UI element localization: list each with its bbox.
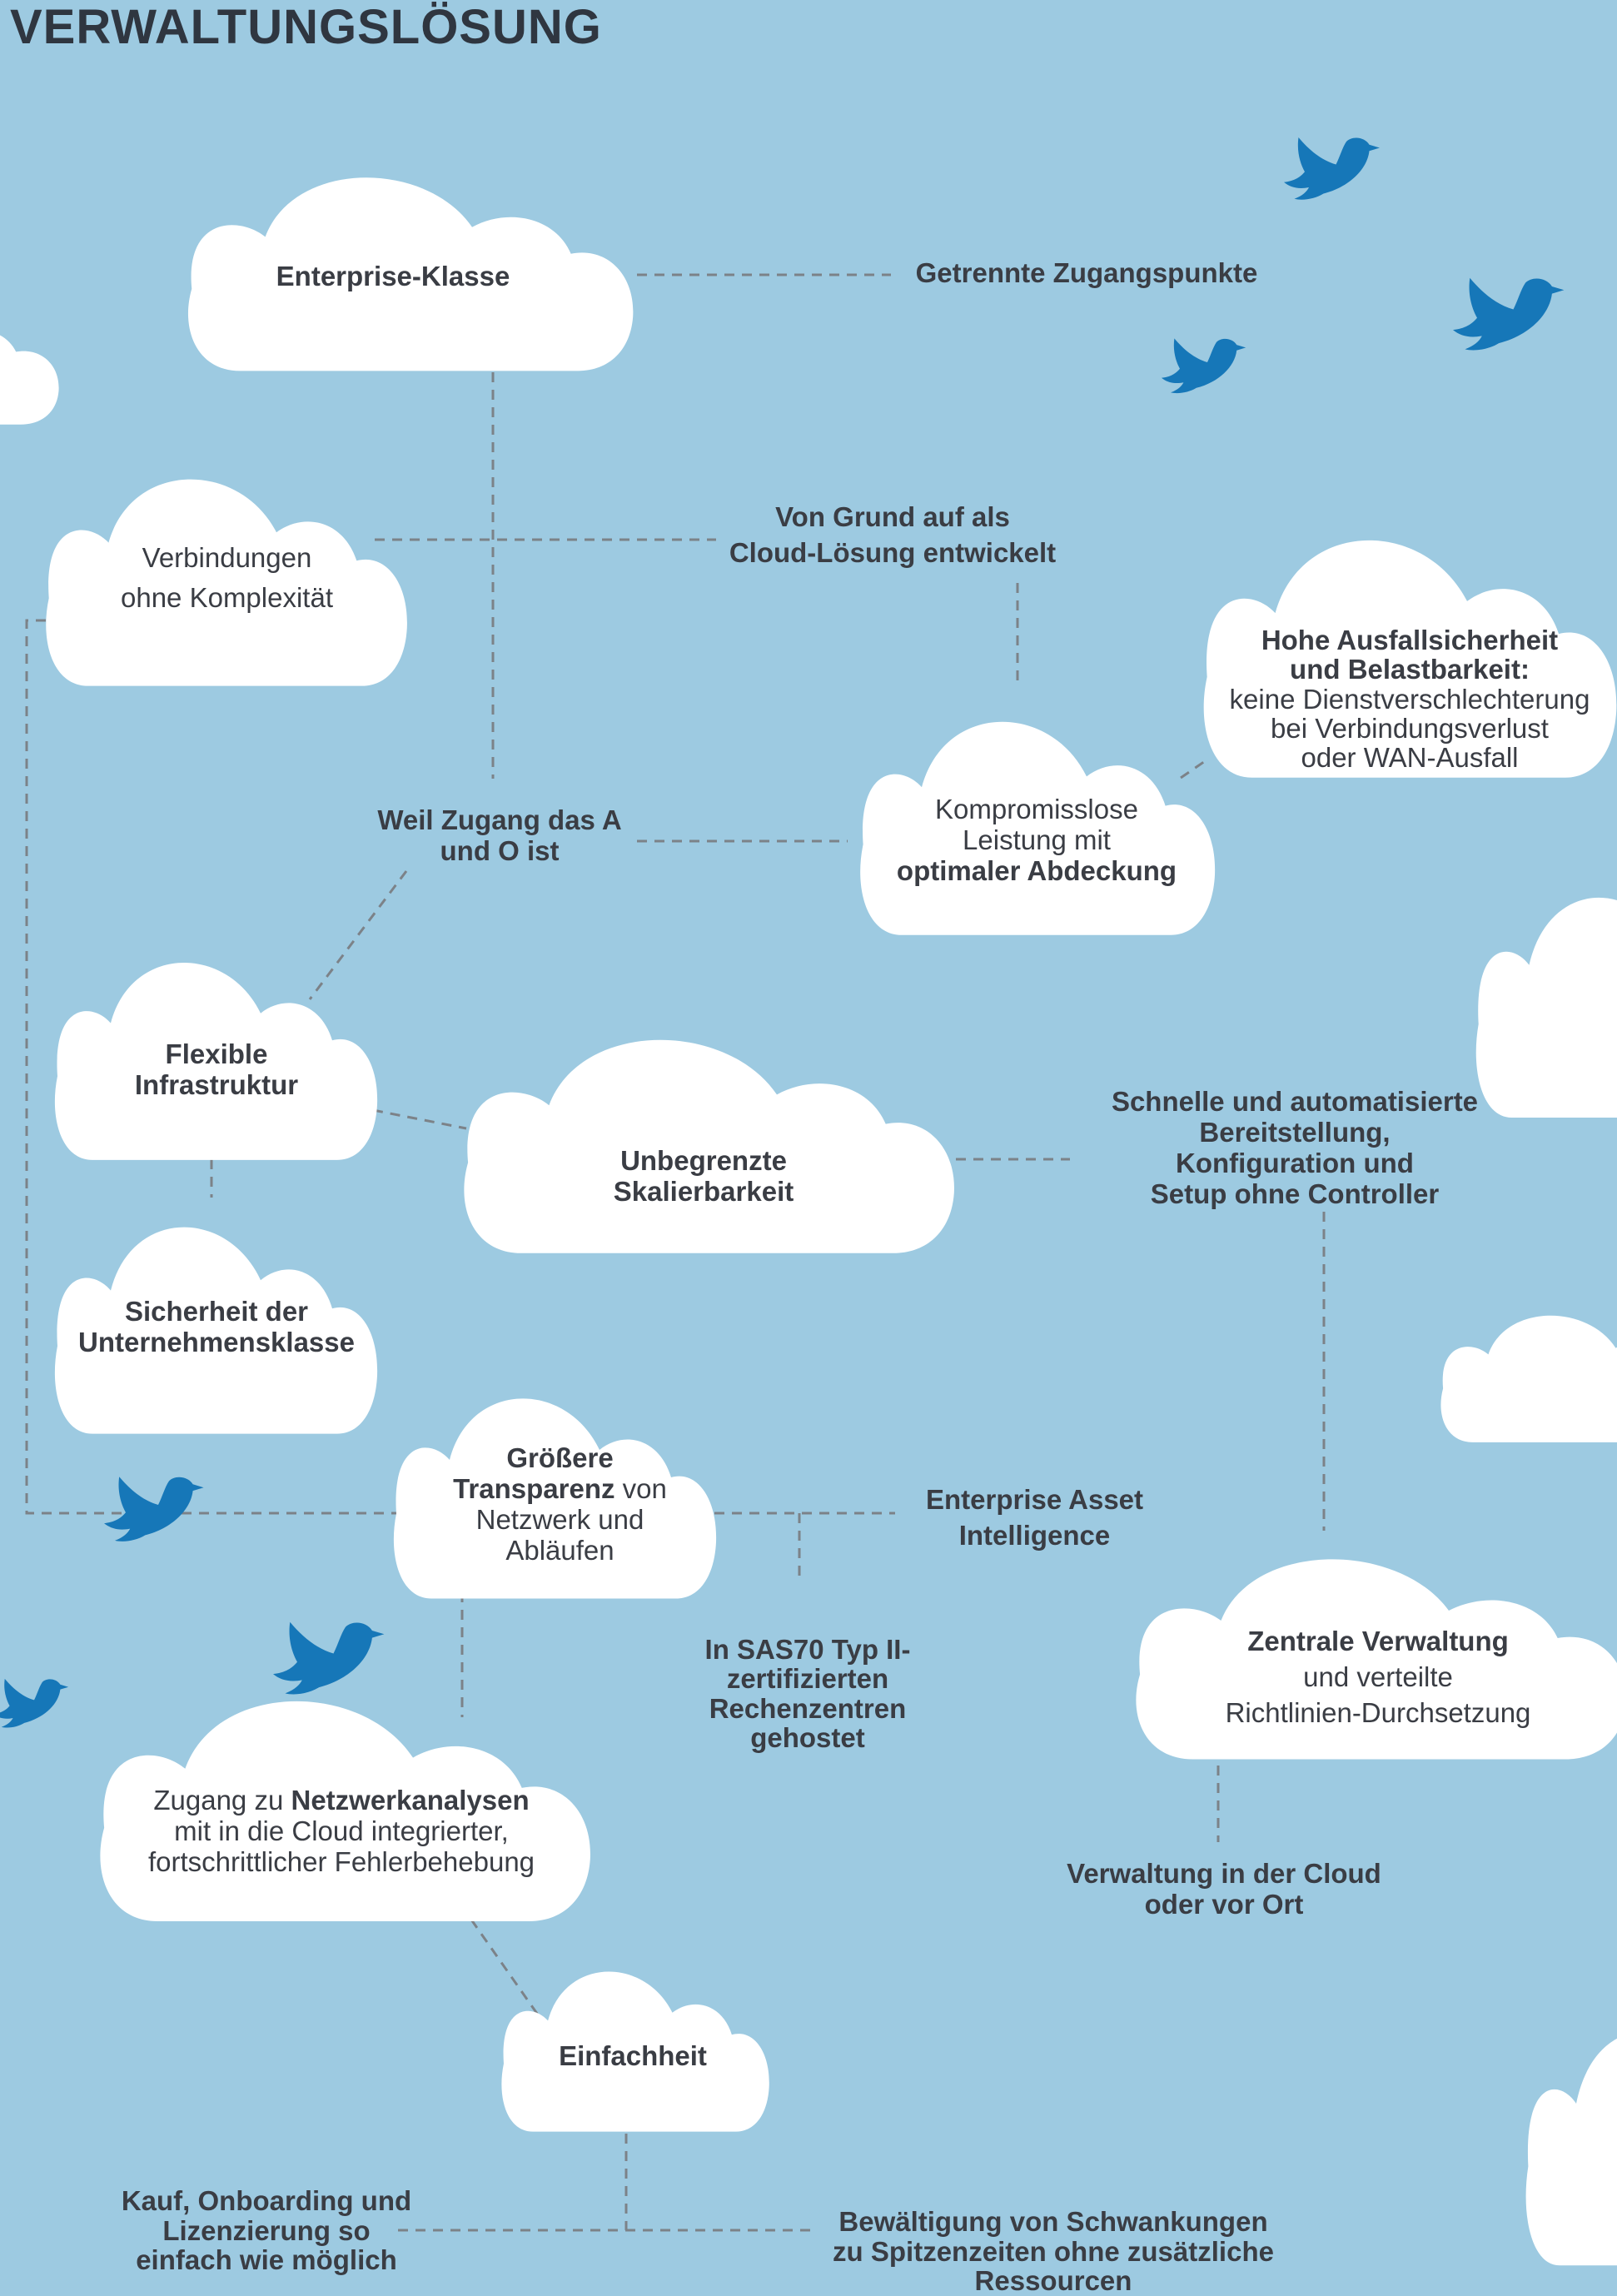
node-line: Richtlinien-Durchsetzung <box>1225 1696 1531 1728</box>
node-sicherheit: Sicherheit der Unternehmensklasse <box>58 1296 375 1358</box>
node-enterprise-klasse: Enterprise-Klasse <box>268 261 518 292</box>
bird-icon <box>273 1621 385 1695</box>
connector-lines <box>25 273 1326 2232</box>
node-line: In SAS70 Typ II- <box>704 1634 911 1665</box>
node-line: Infrastruktur <box>134 1068 299 1100</box>
bird-icon <box>0 1678 69 1728</box>
node-line: oder vor Ort <box>1144 1888 1304 1920</box>
node-bewaeltigung: Bewältigung von Schwankungen zu Spitzenz… <box>804 2207 1303 2296</box>
node-line: Cloud-Lösung entwickelt <box>729 536 1057 568</box>
node-line: Netzwerk und <box>475 1503 644 1535</box>
node-bold-text: Transparenz <box>453 1472 615 1504</box>
node-getrennte-zugangspunkte: Getrennte Zugangspunkte <box>895 257 1278 289</box>
node-line: Flexible <box>165 1038 268 1069</box>
connector-netzwerk-einfachheit <box>470 1919 543 2020</box>
node-line: Schnelle und automatisierte <box>1111 1086 1479 1117</box>
node-line: und Belastbarkeit: <box>1290 654 1530 685</box>
node-netzwerkanalysen: Zugang zu Netzwerkanalysen mit in die Cl… <box>108 1785 575 1878</box>
node-line: Verwaltung in der Cloud <box>1067 1858 1381 1889</box>
node-verwaltung-cloud: Verwaltung in der Cloud oder vor Ort <box>1028 1858 1420 1920</box>
connector-weil-flexible <box>308 870 408 1000</box>
node-line: Zentrale Verwaltung <box>1247 1626 1509 1656</box>
node-line: Konfiguration und <box>1176 1147 1414 1178</box>
node-line: Unbegrenzte <box>620 1145 787 1176</box>
bird-icon <box>1162 338 1246 394</box>
node-line: ohne Komplexität <box>121 581 333 613</box>
node-cloud-loesung: Von Grund auf als Cloud-Lösung entwickel… <box>709 500 1076 571</box>
node-hohe-ausfallsicherheit: Hohe Ausfallsicherheit und Belastbarkeit… <box>1206 625 1614 774</box>
node-einfachheit: Einfachheit <box>516 2040 749 2072</box>
node-verbindungen: Verbindungen ohne Komplexität <box>83 538 371 618</box>
birds <box>0 137 1565 1728</box>
cloud-icon <box>1525 2032 1617 2266</box>
node-line: zertifizierten <box>726 1663 889 1695</box>
cloud-icon <box>0 304 59 425</box>
node-line: Skalierbarkeit <box>613 1175 794 1207</box>
node-weil-zugang: Weil Zugang das A und O ist <box>354 804 645 867</box>
bird-icon <box>1284 137 1380 200</box>
node-line: Kompromisslose <box>935 794 1138 824</box>
clouds <box>0 177 1617 2266</box>
connector-kompromisslose-ausfall <box>1180 758 1208 779</box>
node-line: zu Spitzenzeiten ohne zusätzliche <box>833 2235 1274 2267</box>
node-line: keine Dienstverschlechterung <box>1229 683 1590 715</box>
node-line: Sicherheit der <box>124 1296 309 1327</box>
node-line: Kauf, Onboarding und <box>121 2185 412 2216</box>
node-line: Abläufen <box>505 1534 614 1566</box>
node-enterprise-asset: Enterprise Asset Intelligence <box>899 1482 1170 1554</box>
cloud-icon <box>1440 1315 1617 1442</box>
node-line: Zugang zu Netzwerkanalysen <box>108 1785 575 1816</box>
bird-icon <box>1453 277 1565 351</box>
node-schnelle-bereitstellung: Schnelle und automatisierte Bereitstellu… <box>1074 1086 1515 1210</box>
node-line: einfach wie möglich <box>136 2244 397 2276</box>
connector-left-loop <box>25 619 398 1515</box>
node-line: optimaler Abdeckung <box>896 854 1177 886</box>
node-line: Leistung mit <box>963 824 1111 855</box>
node-line: Von Grund auf als <box>775 501 1010 532</box>
node-line: Lizenzierung so <box>162 2214 371 2246</box>
node-line: fortschrittlicher Fehlerbehebung <box>147 1845 535 1877</box>
node-text: von <box>614 1472 667 1504</box>
node-line: Rechenzentren <box>709 1692 907 1724</box>
node-bold-text: Netzwerkanalysen <box>291 1785 530 1815</box>
node-line: Transparenz von <box>416 1472 704 1505</box>
node-zentrale-verwaltung: Zentrale Verwaltung und verteilte Richtl… <box>1182 1624 1574 1731</box>
node-line: und verteilte <box>1303 1661 1453 1692</box>
connector-flexible-unbegrenzte <box>372 1108 467 1130</box>
node-line: mit in die Cloud integrierter, <box>174 1815 509 1846</box>
node-flexible-infrastruktur: Flexible Infrastruktur <box>92 1038 341 1101</box>
node-line: Größere <box>506 1442 614 1473</box>
node-line: Weil Zugang das A <box>377 804 622 835</box>
node-line: und O ist <box>440 834 560 866</box>
node-groessere-transparenz: Größere Transparenz von Netzwerk und Abl… <box>416 1442 704 1566</box>
node-line: Setup ohne Controller <box>1150 1178 1440 1209</box>
node-text: Zugang zu <box>153 1785 291 1815</box>
node-kauf-onboarding: Kauf, Onboarding und Lizenzierung so ein… <box>92 2186 441 2275</box>
node-line: Enterprise Asset <box>925 1484 1144 1515</box>
node-text: Enterprise-Klasse <box>276 261 510 291</box>
bird-icon <box>104 1477 204 1541</box>
node-kompromisslose: Kompromisslose Leistung mit optimaler Ab… <box>866 794 1207 887</box>
node-text: Getrennte Zugangspunkte <box>915 257 1258 288</box>
node-line: Ressourcen <box>974 2265 1132 2296</box>
node-line: Bewältigung von Schwankungen <box>838 2206 1268 2237</box>
node-line: Hohe Ausfallsicherheit <box>1261 625 1559 655</box>
node-sas70: In SAS70 Typ II- zertifizierten Rechenze… <box>679 1634 937 1753</box>
node-line: Verbindungen <box>142 542 312 573</box>
node-line: Intelligence <box>958 1519 1111 1551</box>
node-unbegrenzte-skalierbarkeit: Unbegrenzte Skalierbarkeit <box>566 1145 841 1208</box>
node-line: Unternehmensklasse <box>78 1326 355 1357</box>
cloud-icon <box>1475 897 1617 1118</box>
node-line: oder WAN-Ausfall <box>1301 742 1519 774</box>
node-text: Einfachheit <box>559 2040 707 2071</box>
page-title: VERWALTUNGSLÖSUNG <box>10 0 602 54</box>
node-line: gehostet <box>750 1721 865 1753</box>
node-line: bei Verbindungsverlust <box>1271 712 1549 744</box>
node-line: Bereitstellung, <box>1199 1116 1391 1148</box>
